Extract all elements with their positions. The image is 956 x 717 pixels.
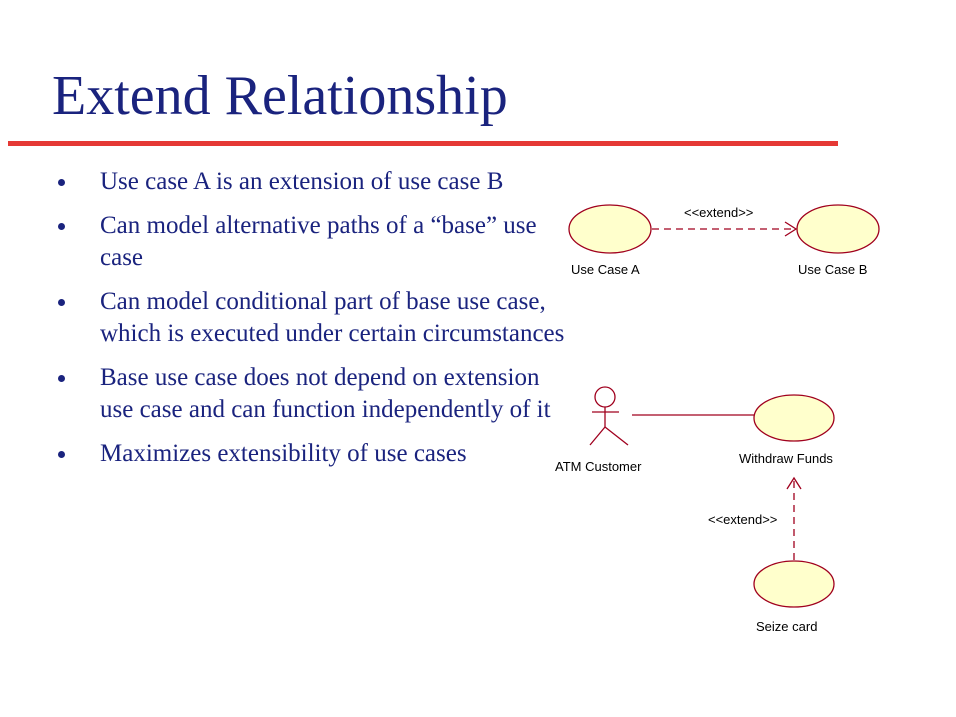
use-case-a-ellipse: [568, 204, 652, 254]
use-case-b-label: Use Case B: [798, 262, 867, 277]
bullet-dot-icon: [58, 375, 65, 382]
slide-title: Extend Relationship: [52, 65, 508, 127]
bullet-item: Can model alternative paths of a “base” …: [58, 210, 578, 274]
withdraw-funds-label: Withdraw Funds: [739, 451, 833, 466]
bullet-text: Can model alternative paths of a “base” …: [100, 212, 537, 271]
seize-card-ellipse: [753, 560, 835, 608]
bullet-item: Maximizes extensibility of use cases: [58, 438, 578, 470]
extend-arrowhead-1: [784, 221, 798, 237]
extend-label-1: <<extend>>: [684, 205, 753, 220]
extend-arrowhead-2: [786, 476, 802, 490]
bullet-text: Base use case does not depend on extensi…: [100, 364, 551, 423]
use-case-a-label: Use Case A: [571, 262, 640, 277]
bullet-dot-icon: [58, 179, 65, 186]
bullet-item: Use case A is an extension of use case B: [58, 166, 578, 198]
bullet-text: Use case A is an extension of use case B: [100, 168, 504, 195]
bullet-dot-icon: [58, 451, 65, 458]
withdraw-funds-ellipse: [753, 394, 835, 442]
seize-card-label: Seize card: [756, 619, 817, 634]
bullet-item: Base use case does not depend on extensi…: [58, 362, 578, 426]
bullet-item: Can model conditional part of base use c…: [58, 286, 578, 350]
bullet-list: Use case A is an extension of use case B…: [58, 166, 578, 482]
title-underline: [8, 141, 838, 146]
actor-icon: [589, 386, 629, 446]
bullet-dot-icon: [58, 223, 65, 230]
bullet-text: Can model conditional part of base use c…: [100, 288, 565, 347]
use-case-b-ellipse: [796, 204, 880, 254]
extend-label-2: <<extend>>: [708, 512, 777, 527]
actor-label: ATM Customer: [555, 459, 642, 474]
bullet-text: Maximizes extensibility of use cases: [100, 440, 467, 467]
bullet-dot-icon: [58, 299, 65, 306]
